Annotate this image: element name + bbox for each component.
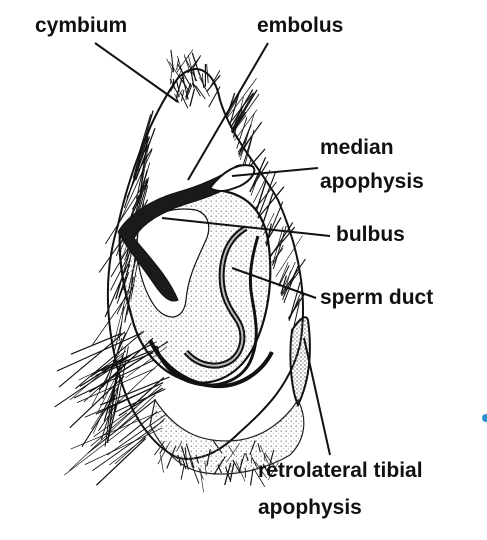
edge-dot <box>482 414 487 422</box>
label-rta-line2: apophysis <box>258 497 362 518</box>
leader-line-cymbium <box>95 43 178 102</box>
label-rta-line1: retrolateral tibial <box>258 460 423 481</box>
seta-hair <box>71 411 161 449</box>
label-median-apophysis-line1: median <box>320 137 394 158</box>
seta-hair <box>256 182 266 212</box>
label-bulbus: bulbus <box>336 224 405 245</box>
seta-hair <box>272 245 283 266</box>
seta-hair <box>69 407 137 471</box>
label-embolus: embolus <box>257 15 343 36</box>
label-cymbium: cymbium <box>35 15 127 36</box>
seta-hair <box>251 469 254 486</box>
retrolateral-tibial-apophysis-shape <box>290 317 309 405</box>
seta-hair <box>80 357 127 387</box>
seta-hair <box>232 94 259 133</box>
seta-hair <box>190 89 195 107</box>
seta-hair <box>289 290 302 321</box>
seta-hair <box>273 226 286 269</box>
seta-hair <box>100 377 169 405</box>
label-sperm-duct: sperm duct <box>320 287 433 308</box>
seta-hair <box>279 262 289 285</box>
leader-line-rta <box>304 338 330 455</box>
label-median-apophysis-line2: apophysis <box>320 171 424 192</box>
